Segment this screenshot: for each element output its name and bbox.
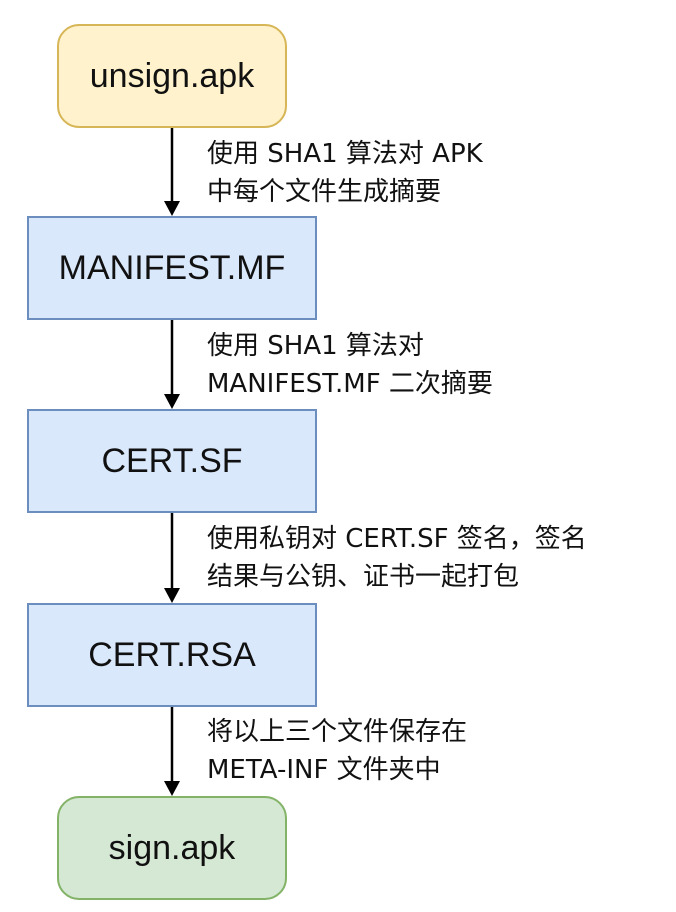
arrow-4-head — [164, 781, 180, 796]
arrow-3-head — [164, 588, 180, 603]
edge-label-4: 将以上三个文件保存在 META-INF 文件夹中 — [207, 713, 467, 789]
node-cert-sf-label: CERT.SF — [101, 441, 243, 480]
edge-label-1-line-1: 使用 SHA1 算法对 APK — [207, 139, 483, 169]
edge-label-1-line-2: 中每个文件生成摘要 — [207, 177, 442, 207]
node-manifest-mf: MANIFEST.MF — [27, 216, 317, 320]
edge-label-2: 使用 SHA1 算法对 MANIFEST.MF 二次摘要 — [207, 327, 493, 403]
edge-label-4-line-1: 将以上三个文件保存在 — [207, 717, 468, 747]
node-sign-apk: sign.apk — [57, 796, 287, 900]
edge-label-2-line-1: 使用 SHA1 算法对 — [207, 331, 424, 361]
node-cert-sf: CERT.SF — [27, 409, 317, 513]
node-cert-rsa-label: CERT.RSA — [88, 635, 256, 674]
node-unsign-apk-label: unsign.apk — [89, 56, 255, 95]
node-manifest-mf-label: MANIFEST.MF — [58, 248, 286, 287]
edge-label-3-line-2: 结果与公钥、证书一起打包 — [207, 562, 520, 592]
node-unsign-apk: unsign.apk — [57, 24, 287, 128]
edge-label-4-line-2: META-INF 文件夹中 — [207, 755, 441, 785]
edge-label-3-line-1: 使用私钥对 CERT.SF 签名，签名 — [207, 524, 587, 554]
node-cert-rsa: CERT.RSA — [27, 603, 317, 707]
edge-label-1: 使用 SHA1 算法对 APK 中每个文件生成摘要 — [207, 135, 483, 211]
node-sign-apk-label: sign.apk — [108, 828, 236, 867]
arrow-2-head — [164, 394, 180, 409]
edge-label-2-line-2: MANIFEST.MF 二次摘要 — [207, 369, 493, 399]
arrow-1-head — [164, 201, 180, 216]
edge-label-3: 使用私钥对 CERT.SF 签名，签名 结果与公钥、证书一起打包 — [207, 520, 587, 596]
